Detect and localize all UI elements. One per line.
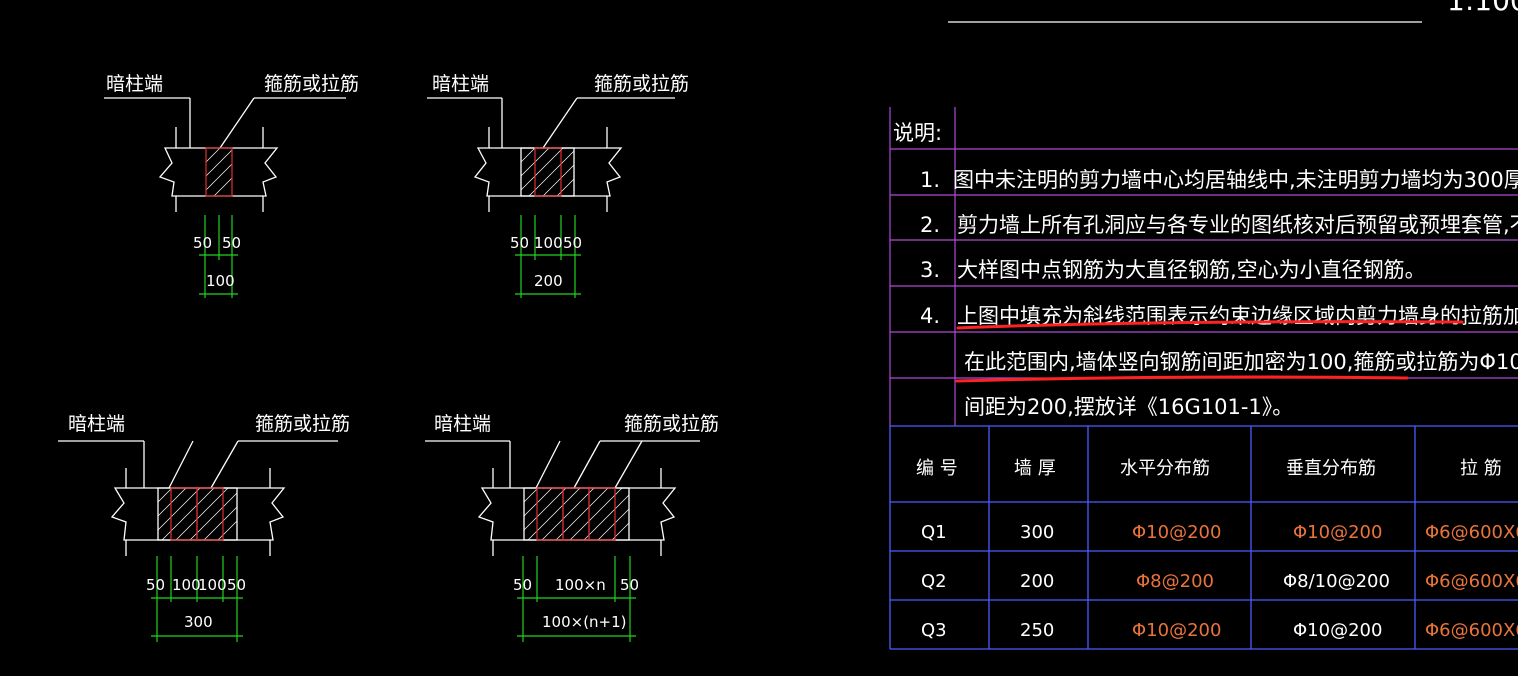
detail-4-dim-total: 100×(n+1) [542,613,627,631]
detail-4-leader-slant-3 [614,440,643,489]
table-row-1-tie: Φ6@600X6 [1425,522,1518,543]
detail-4-rebar-outline-3 [588,487,616,541]
detail-4-dim-segment-3: 50 [620,576,639,594]
detail-4-wall-break-left [477,468,494,556]
table-row-3-vertical: Φ10@200 [1293,620,1382,641]
detail-2-right-leader-slant [542,97,578,149]
note-2-text: 剪力墙上所有孔洞应与各专业的图纸核对后预留或预埋套管,不得遗漏。 [957,213,1518,237]
detail-4-leader-slant-2 [573,440,601,489]
detail-4-wall-break-right [660,468,677,556]
detail-3-wall-break-left [110,468,127,556]
table-header-tie: 拉 筋 [1460,458,1502,479]
detail-2-stirrup-label: 箍筋或拉筋 [594,73,689,95]
detail-4-hatch-zone [523,487,630,541]
note-3-number: 3. [920,258,940,282]
detail-4-dim-segment-1: 50 [513,576,532,594]
detail-1-rebar-outline [205,147,233,197]
detail-1: 暗柱端 箍筋或拉筋 50 50 100 [104,73,359,298]
detail-2-dim-segment-2: 100 [534,234,563,252]
table-header-id: 编 号 [916,458,958,479]
table-row-3-thickness: 250 [1020,620,1054,641]
detail-1-dim-segment-2: 50 [222,234,241,252]
detail-4-dim-segment-2: 100×n [555,576,606,594]
detail-3-dim-segment-4: 50 [227,576,246,594]
note-2-number: 2. [920,213,940,237]
detail-3-dim-segment-1: 50 [146,576,165,594]
markup-underline-1 [956,320,1464,330]
detail-1-stirrup-label: 箍筋或拉筋 [264,73,359,95]
detail-1-wall-break-right [262,127,279,212]
detail-4-leader-slant-1 [535,440,561,489]
detail-1-wall-break-left [158,127,177,212]
table-row-1-id: Q1 [921,522,947,543]
detail-4-column-end-label: 暗柱端 [434,413,491,435]
table-header-thickness: 墙 厚 [1014,458,1056,479]
detail-3-column-end-label: 暗柱端 [68,413,125,435]
table-row-2-vertical: Φ8/10@200 [1283,571,1390,592]
note-3-text: 大样图中点钢筋为大直径钢筋,空心为小直径钢筋。 [957,258,1426,282]
note-1-text: 图中未注明的剪力墙中心均居轴线中,未注明剪力墙均为300厚(Q1)。 [953,168,1518,192]
detail-3-rebar-outline-2 [196,487,224,541]
table-row-2-thickness: 200 [1020,571,1054,592]
markup-underline-2 [955,375,1409,383]
detail-3-stirrup-label: 箍筋或拉筋 [255,413,350,435]
detail-2-rebar-outline [534,147,562,197]
table-header-vertical: 垂直分布筋 [1286,458,1376,479]
detail-3-dim-total: 300 [184,613,213,631]
detail-1-dim-total: 100 [206,272,235,290]
detail-3-hatch-zone [157,487,238,541]
note-4-number: 4. [920,304,940,328]
note-4-text-line-2: 在此范围内,墙体竖向钢筋间距加密为100,箍筋或拉筋为Φ10, [964,350,1518,374]
detail-2-wall-break-right [606,127,623,212]
detail-4-stirrup-label: 箍筋或拉筋 [624,413,719,435]
detail-3-leader-slant-1 [168,440,194,489]
table-row-1-thickness: 300 [1020,522,1054,543]
detail-2-dim-total: 200 [534,272,563,290]
detail-1-right-leader-slant [219,97,255,149]
notes-block: 说明: 1. 图中未注明的剪力墙中心均居轴线中,未注明剪力墙均为300厚(Q1)… [889,107,1518,426]
header-fragment: 1:100 [948,0,1518,23]
table-row-3-horizontal: Φ10@200 [1132,620,1221,641]
detail-2-column-end-label: 暗柱端 [432,73,489,95]
detail-3-dim-segment-2: 100 [172,576,201,594]
detail-3-wall-break-right [269,468,286,556]
table-row-1-horizontal: Φ10@200 [1132,522,1221,543]
table-row-2-tie: Φ6@600X6 [1425,571,1518,592]
detail-2-hatch-zone [520,147,575,197]
detail-2-dim-segment-1: 50 [510,234,529,252]
detail-3: 暗柱端 箍筋或拉筋 50 100 100 [58,413,350,642]
detail-1-dim-segment-1: 50 [193,234,212,252]
table-header-horizontal: 水平分布筋 [1120,458,1210,479]
detail-4: 暗柱端 箍筋或拉筋 50 [425,413,719,642]
table-row-2-horizontal: Φ8@200 [1136,571,1214,592]
table-row-1-vertical: Φ10@200 [1293,522,1382,543]
scale-text: 1:100 [1447,0,1518,17]
table-row-2-id: Q2 [921,571,947,592]
note-4-text-line-3: 间距为200,摆放详《16G101-1》。 [964,395,1293,419]
detail-2-wall-break-left [473,127,490,212]
detail-3-dim-segment-3: 100 [198,576,227,594]
rebar-table: 编 号 墙 厚 水平分布筋 垂直分布筋 拉 筋 Q1 300 Φ10@200 Φ… [889,425,1518,650]
table-row-3-tie: Φ6@600X6 [1425,620,1518,641]
detail-4-rebar-outline-2 [562,487,590,541]
detail-3-leader-slant-2 [210,440,239,489]
detail-1-column-end-label: 暗柱端 [106,73,163,95]
table-row-3-id: Q3 [921,620,947,641]
detail-1-hatch-zone [205,147,233,197]
notes-title: 说明: [893,121,942,145]
detail-2-hatch-border [520,147,575,197]
detail-2-dim-segment-3: 50 [563,234,582,252]
note-1-number: 1. [920,168,940,192]
detail-2: 暗柱端 箍筋或拉筋 50 100 50 200 [427,73,689,298]
